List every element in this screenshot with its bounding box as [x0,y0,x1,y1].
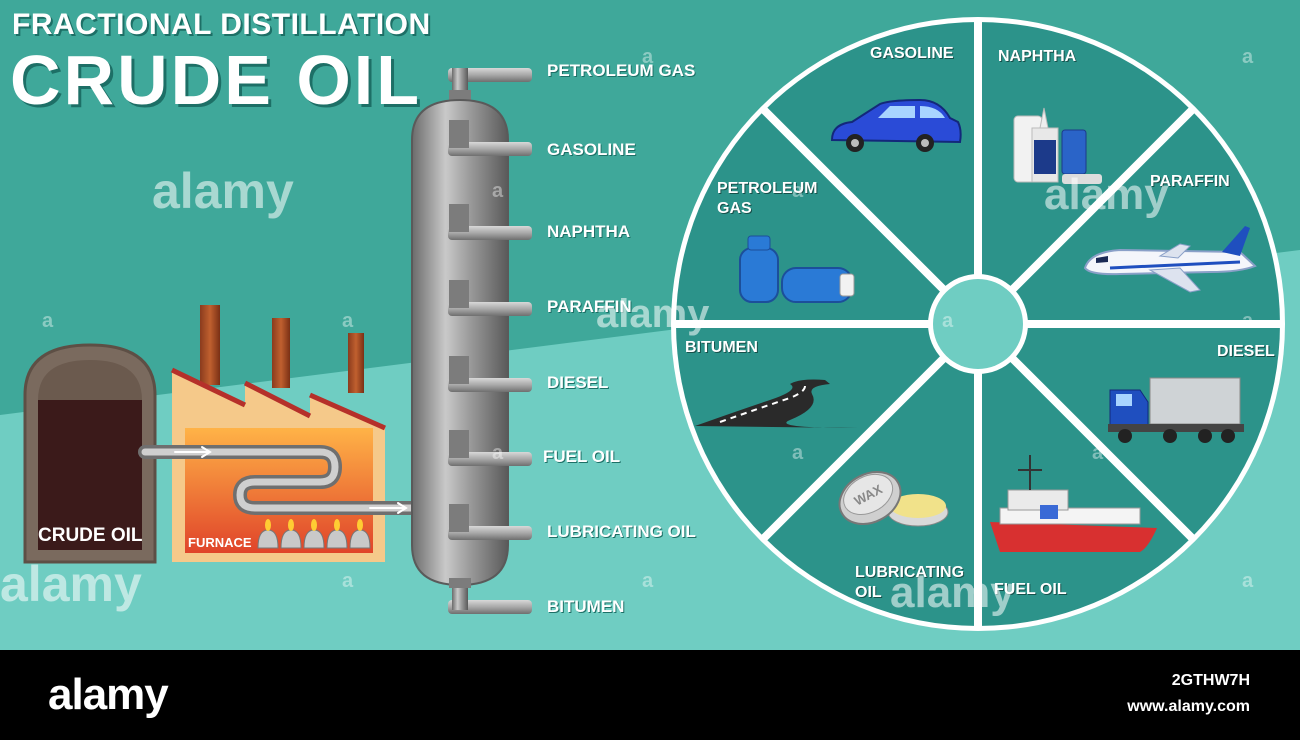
output-label: FUEL OIL [543,447,621,466]
road-icon [695,379,858,428]
crude-oil-tank [23,343,157,564]
watermark: alamy [890,568,1015,617]
airplane-icon [1083,226,1257,293]
ship-icon [990,455,1157,552]
watermark: alamy [152,163,294,219]
wheel-label: PETROLEUM GAS [717,180,818,217]
watermark: a [1092,442,1104,464]
watermark: a [942,310,954,332]
watermark: a [792,180,804,202]
watermark: a [792,442,804,464]
feed-pipe [138,445,419,515]
watermark: a [492,442,504,464]
infographic: WAX FRACTIONAL DISTILLATION CRUDE OIL CR… [0,0,1300,650]
watermark: a [642,570,654,592]
title-line-1: FRACTIONAL DISTILLATION [12,8,431,41]
watermark: a [1242,570,1254,592]
watermark: a [642,46,654,68]
furnace-building [170,305,387,562]
output-label: PETROLEUM GAS [547,61,696,80]
diagram-canvas: WAX [0,0,1300,650]
truck-icon [1108,377,1244,443]
watermark: alamy [0,556,142,612]
distillation-column [411,68,532,614]
car-icon [830,98,962,152]
output-label: GASOLINE [547,140,636,159]
footer-url: www.alamy.com [1127,698,1250,715]
wheel-label: LUBRICATING OIL [855,564,965,601]
footer-logo: alamy [48,670,169,719]
watermark: a [1242,46,1254,68]
output-label: DIESEL [547,373,609,392]
bottles-icon [1013,107,1102,184]
tank-label: CRUDE OIL [38,525,143,546]
watermark: a [1242,310,1254,332]
wheel-label: GASOLINE [870,45,954,62]
watermark: a [342,570,354,592]
wax-tin-icon: WAX [838,471,949,527]
watermark: a [42,310,54,332]
output-label: LUBRICATING OIL [547,522,696,541]
output-label: PARAFFIN [547,297,632,316]
output-label: NAPHTHA [547,222,631,241]
watermark: a [342,310,354,332]
watermark: a [492,180,504,202]
wheel-label: PARAFFIN [1150,173,1230,190]
output-label: BITUMEN [547,597,625,616]
footer-image-id: 2GTHW7H [1171,672,1250,689]
watermark: alamy [1044,170,1169,219]
gas-cylinder-icon [739,235,855,303]
wheel-label: FUEL OIL [994,581,1067,598]
wheel-label: DIESEL [1217,343,1275,360]
wheel-label: BITUMEN [685,339,758,356]
title-line-2: CRUDE OIL [10,41,422,119]
furnace-label: FURNACE [188,535,252,550]
watermark: alamy [596,292,710,336]
footer-bar: alamy 2GTHW7H www.alamy.com [0,650,1300,740]
wheel-label: NAPHTHA [998,48,1077,65]
product-wheel [671,17,1285,631]
